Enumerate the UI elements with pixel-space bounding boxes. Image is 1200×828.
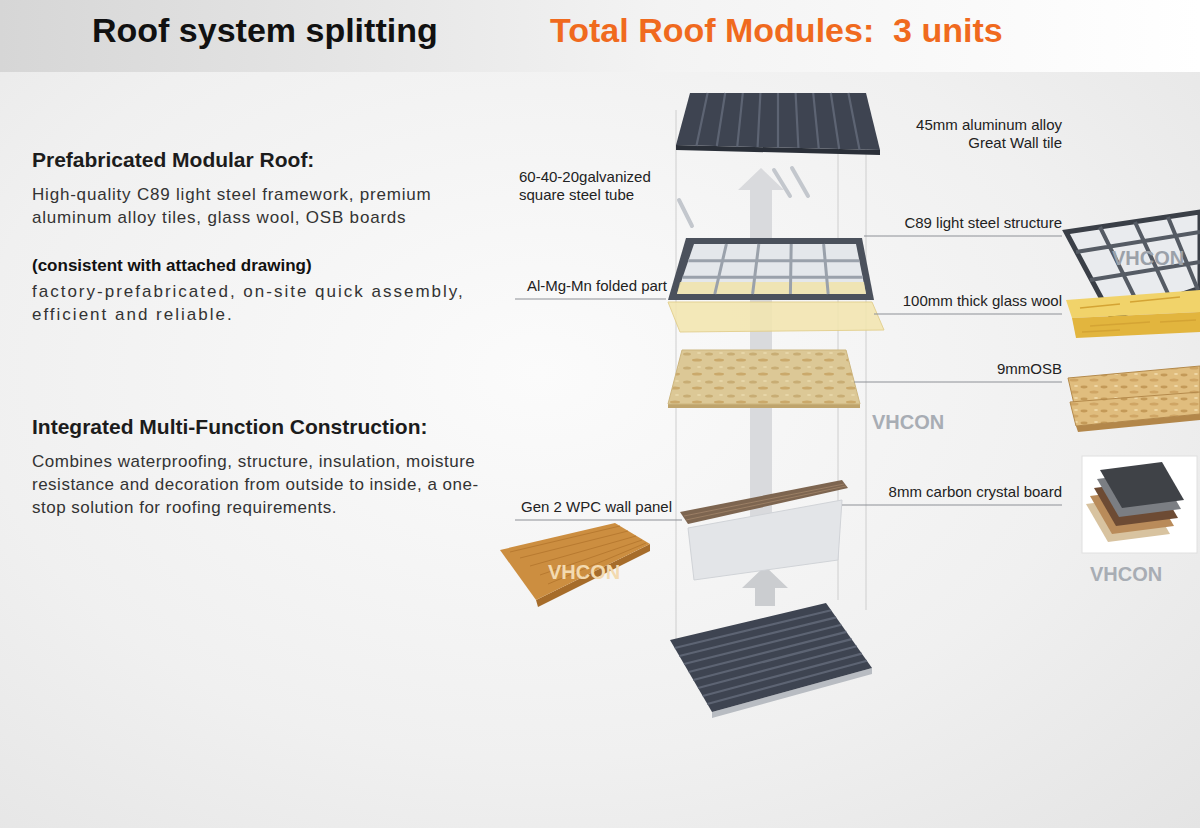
body-text: factory-prefabricated, on-site quick ass…	[32, 280, 472, 326]
tile-ribs	[675, 610, 867, 704]
part-label: Al-Mg-Mn folded part	[497, 277, 667, 295]
wpc-grain	[684, 484, 846, 520]
osb-photo-edge	[1076, 414, 1200, 432]
frame-infill	[677, 282, 866, 294]
folded-rim	[668, 238, 874, 300]
leader-line	[854, 382, 1062, 383]
board-sample	[1100, 462, 1184, 508]
leader-line	[874, 314, 1062, 315]
leader-line	[842, 505, 1062, 506]
title-band	[0, 0, 1200, 72]
aluminum-tile	[670, 603, 872, 712]
note-text: (consistent with attached drawing)	[32, 254, 472, 277]
glass-wool-layer	[668, 302, 884, 332]
leader-line	[515, 520, 682, 521]
steel-tubes	[679, 168, 808, 226]
watermark: VHCON	[548, 560, 632, 584]
steel-tube	[792, 168, 808, 196]
steel-tube	[774, 170, 790, 196]
body-text: Combines waterproofing, structure, insul…	[32, 450, 482, 519]
section-heading: Integrated Multi-Function Construction:	[32, 413, 522, 441]
part-label: 60-40-20galvanized square steel tube	[519, 168, 684, 204]
wpc-grain	[510, 526, 646, 584]
part-label: 45mm aluminum alloy Great Wall tile	[897, 116, 1062, 152]
wpc-strip	[680, 480, 848, 524]
watermark: VHCON	[1090, 562, 1174, 586]
section-heading: Prefabricated Modular Roof:	[32, 146, 502, 174]
part-label: C89 light steel structure	[852, 214, 1062, 232]
page-title: Roof system splitting	[92, 8, 532, 52]
part-label: 8mm carbon crystal board	[852, 483, 1062, 501]
summary-heading: Total Roof Modules: 3 units	[550, 8, 1190, 52]
steel-tube	[679, 200, 692, 226]
osb-board	[668, 350, 860, 404]
watermark: VHCON	[1112, 246, 1196, 270]
osb-edge	[668, 404, 860, 408]
tile-ribs	[696, 93, 859, 150]
sample-photo	[1082, 456, 1197, 553]
part-label: 9mmOSB	[942, 360, 1062, 378]
part-label: 100mm thick glass wool	[852, 292, 1062, 310]
glass-wool-photo	[1072, 312, 1200, 338]
leader-line	[515, 299, 666, 300]
body-text: High-quality C89 light steel framework, …	[32, 183, 442, 229]
glass-wool-texture	[1080, 297, 1196, 332]
watermark: VHCON	[872, 410, 956, 434]
wpc-panel-photo	[500, 523, 650, 600]
steel-frame	[677, 244, 866, 294]
frame-members	[683, 244, 863, 294]
aluminum-tile	[676, 93, 880, 150]
leader-line	[864, 236, 1062, 237]
part-label: Gen 2 WPC wall panel	[502, 498, 672, 516]
guide-line	[866, 100, 867, 610]
